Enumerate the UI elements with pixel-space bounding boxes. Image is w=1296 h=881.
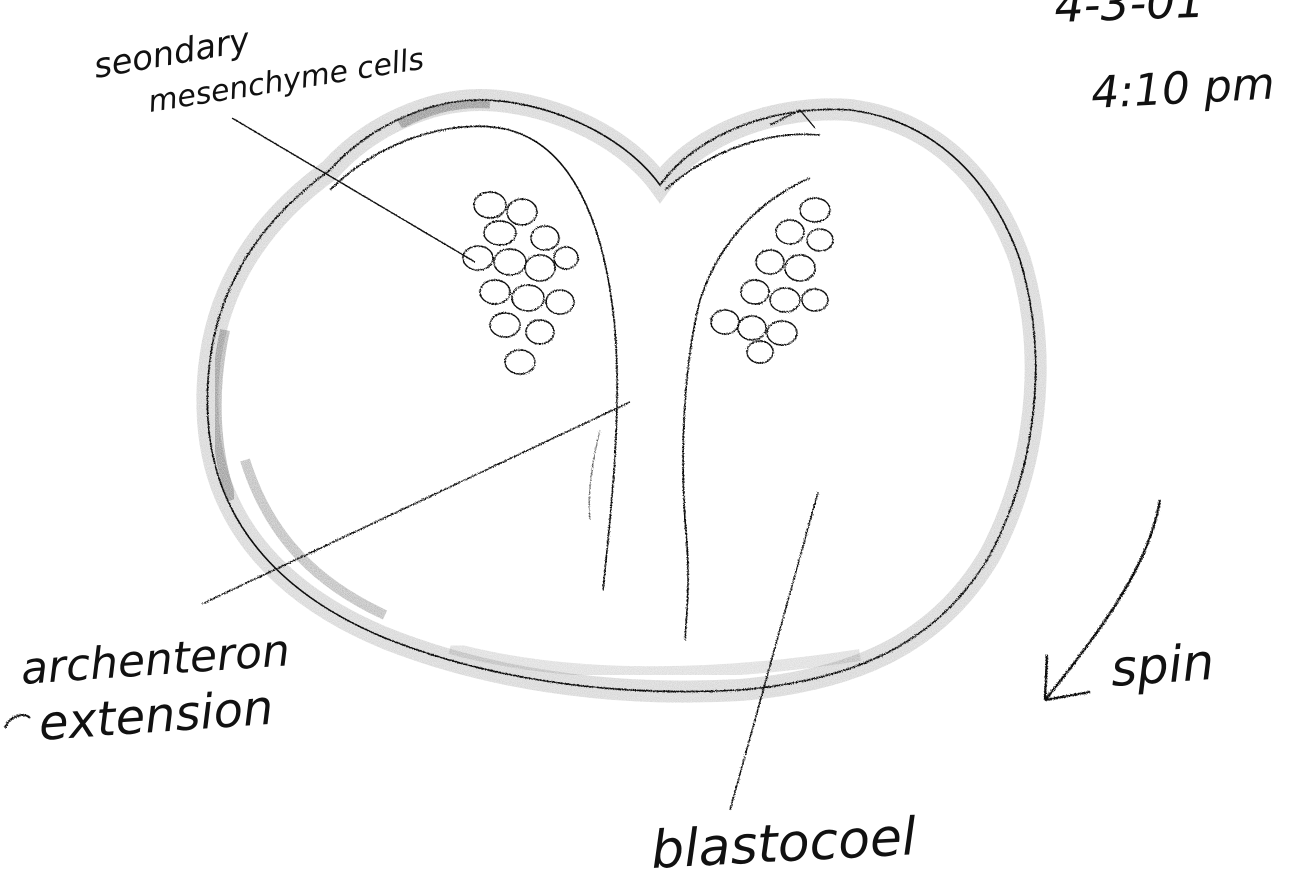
- label-spin: spin: [1109, 633, 1216, 698]
- leader-lines: [202, 118, 818, 810]
- archenteron-walls: [330, 110, 820, 640]
- label-time: 4:10 pm: [1090, 58, 1276, 119]
- mesenchyme-cells-left: [463, 192, 578, 374]
- label-date: 4-3-01: [1053, 0, 1205, 33]
- hook-mark: [5, 715, 30, 728]
- leader-blastocoel: [730, 492, 818, 810]
- label-blastocoel: blastocoel: [650, 807, 919, 881]
- mesenchyme-cells-right: [711, 198, 833, 363]
